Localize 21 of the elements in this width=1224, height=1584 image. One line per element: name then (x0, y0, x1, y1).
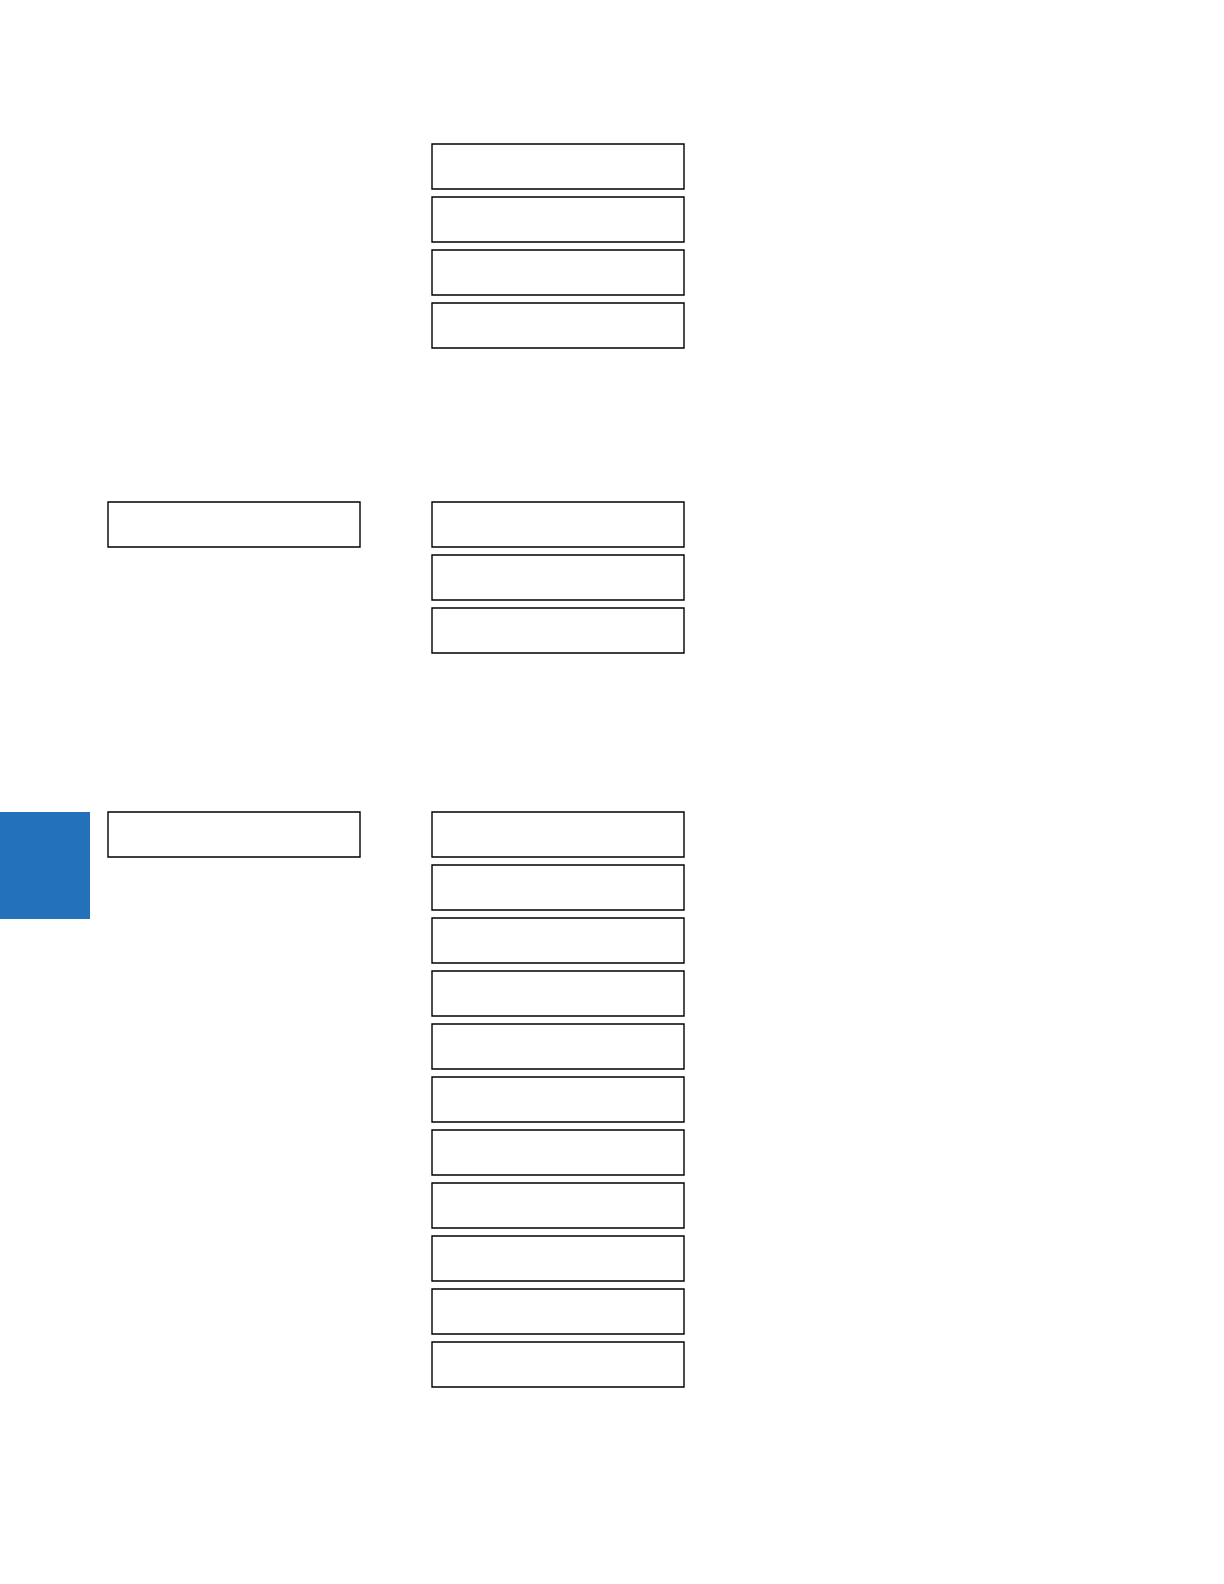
empty-box (431, 1076, 685, 1123)
empty-box (431, 917, 685, 964)
empty-box (431, 1129, 685, 1176)
empty-box (431, 1235, 685, 1282)
empty-box (107, 501, 361, 548)
empty-box (431, 970, 685, 1017)
empty-box (431, 1288, 685, 1335)
empty-box (431, 1341, 685, 1388)
empty-box (431, 607, 685, 654)
empty-box (431, 864, 685, 911)
empty-box (431, 501, 685, 548)
empty-box (431, 1182, 685, 1229)
empty-box (431, 196, 685, 243)
empty-box (431, 1023, 685, 1070)
side-tab (0, 812, 90, 919)
empty-box (431, 143, 685, 190)
empty-box (431, 249, 685, 296)
empty-box (431, 554, 685, 601)
empty-box (431, 302, 685, 349)
empty-box (107, 811, 361, 858)
empty-box (431, 811, 685, 858)
